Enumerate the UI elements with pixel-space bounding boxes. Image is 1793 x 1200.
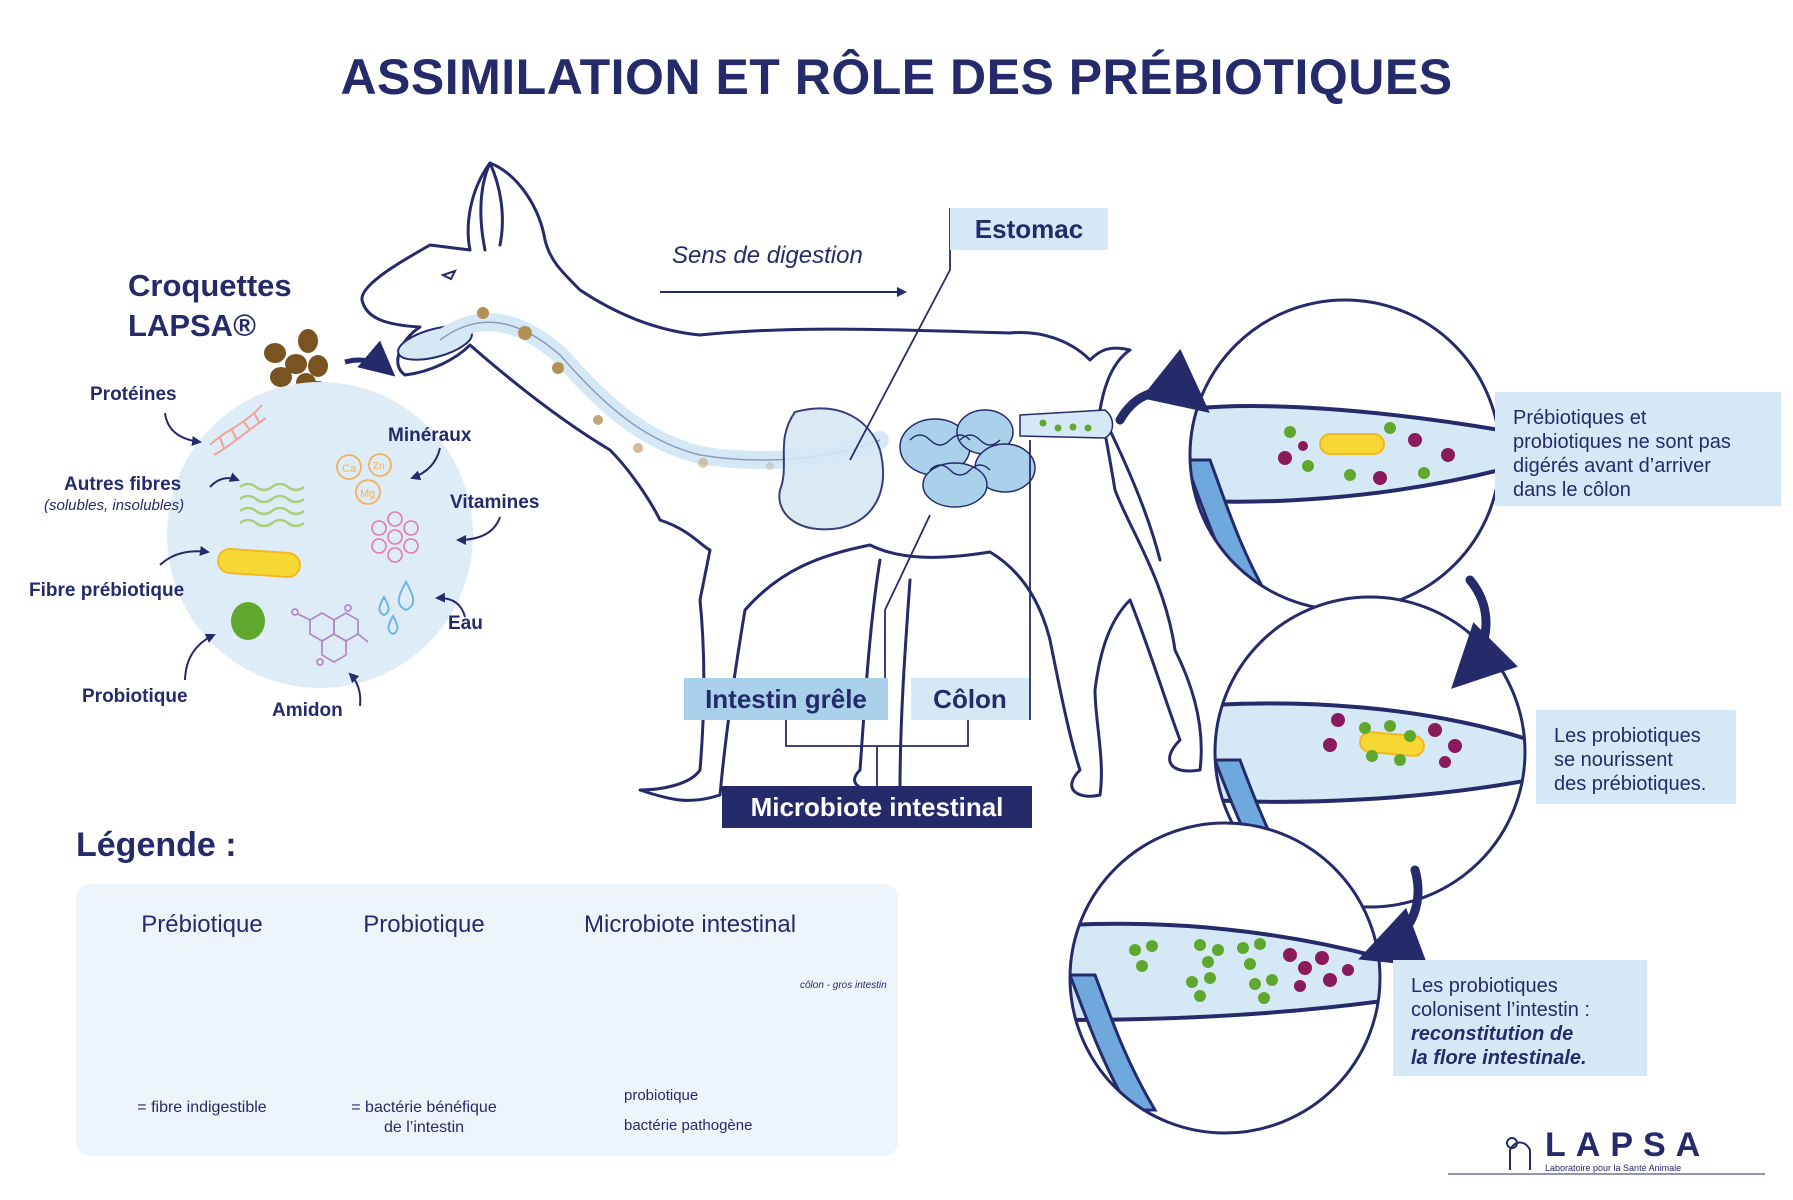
legend-title: Légende :	[76, 826, 237, 864]
probiotic-icon	[231, 602, 265, 640]
step-1-line-1: Prébiotiques et	[1513, 407, 1647, 429]
svg-text:Ca: Ca	[342, 463, 357, 475]
step-circle-3	[1068, 821, 1382, 1135]
page-title: ASSIMILATION ET RÔLE DES PRÉBIOTIQUES	[340, 49, 1453, 105]
step-2-line-1: Les probiotiques	[1554, 725, 1701, 747]
legend-probiotique-heading: Probiotique	[363, 911, 485, 938]
legend-microbiote-heading: Microbiote intestinal	[584, 911, 797, 938]
legend-panel	[76, 884, 898, 1156]
minerals-icon: Ca Zn Mg	[336, 453, 392, 505]
fibre-waves-icon	[239, 482, 305, 528]
legend-prebiotique-heading: Prébiotique	[141, 911, 263, 938]
croquettes-title-line2: LAPSA®	[128, 308, 256, 343]
lapsa-logo-text: LAPSA	[1545, 1126, 1711, 1164]
lapsa-logo-tagline: Laboratoire pour la Santé Animale	[1545, 1163, 1682, 1173]
kibble-to-mouth-arrow	[344, 340, 396, 377]
prebiotic-fibre-icon	[217, 547, 301, 579]
svg-text:Mg: Mg	[360, 488, 375, 500]
step-3-emphasis-2: la flore intestinale.	[1411, 1047, 1587, 1069]
dog-eye	[440, 269, 457, 281]
step-note-1: Prébiotiques et probiotiques ne sont pas…	[1495, 392, 1781, 506]
small-intestine	[899, 409, 1036, 508]
dna-icon	[209, 404, 267, 456]
label-amidon: Amidon	[272, 700, 343, 721]
label-colon: Côlon	[911, 678, 1029, 720]
water-drops-icon	[378, 579, 415, 636]
stomach	[778, 407, 885, 531]
step-arrows	[1115, 348, 1518, 967]
label-estomac: Estomac	[950, 208, 1108, 250]
digestion-direction-label: Sens de digestion	[672, 242, 863, 269]
step-3-line-1: Les probiotiques	[1411, 975, 1558, 997]
label-vitamines: Vitamines	[450, 492, 540, 513]
legend-key-probiotique: probiotique	[624, 1087, 699, 1104]
step-note-2: Les probiotiques se nourissent des prébi…	[1536, 710, 1736, 804]
food-particles	[477, 307, 774, 470]
legend-probiotique-caption-1: = bactérie bénéfique	[351, 1099, 497, 1116]
starch-molecule-icon	[291, 604, 369, 666]
label-probiotique: Probiotique	[82, 686, 188, 707]
step-3-emphasis-1: reconstitution de	[1411, 1023, 1574, 1045]
lapsa-logo-icon	[1448, 1137, 1765, 1175]
croquettes-title-line1: Croquettes	[128, 268, 292, 303]
step-3-line-2: colonisent l’intestin :	[1411, 999, 1590, 1021]
vitamins-icon	[371, 511, 419, 563]
organ-leader-lines	[785, 208, 1031, 786]
step-1-line-2: probiotiques ne sont pas	[1513, 431, 1731, 453]
label-eau: Eau	[448, 613, 483, 634]
label-mineraux: Minéraux	[388, 425, 472, 446]
step-2-line-2: se nourissent	[1554, 749, 1673, 771]
label-microbiote-intestinal: Microbiote intestinal	[722, 786, 1032, 828]
step-1-line-4: dans le côlon	[1513, 479, 1631, 501]
label-autres-fibres-sub: (solubles, insolubles)	[44, 497, 185, 514]
step-note-3: Les probiotiques colonisent l’intestin :…	[1393, 960, 1647, 1076]
colon-tube	[1019, 409, 1114, 439]
legend-key-pathogene: bactérie pathogène	[624, 1117, 753, 1134]
legend-probiotique-caption-2: de l’intestin	[383, 1119, 465, 1136]
svg-text:Zn: Zn	[373, 461, 385, 472]
step-circle-1	[1188, 298, 1502, 612]
step-2-line-3: des prébiotiques.	[1554, 773, 1707, 795]
nutrient-arrows	[159, 412, 501, 707]
legend-prebiotique-caption: = fibre indigestible	[137, 1099, 267, 1116]
label-proteines: Protéines	[90, 384, 177, 405]
label-intestin-grele: Intestin grêle	[684, 678, 888, 720]
step-1-line-3: digérés avant d’arriver	[1513, 455, 1711, 477]
label-fibre-prebiotique: Fibre prébiotique	[29, 580, 185, 601]
label-autres-fibres: Autres fibres	[64, 474, 182, 495]
colon-probiotics	[1039, 419, 1092, 432]
legend-microbiote-note: côlon - gros intestin	[800, 980, 887, 991]
